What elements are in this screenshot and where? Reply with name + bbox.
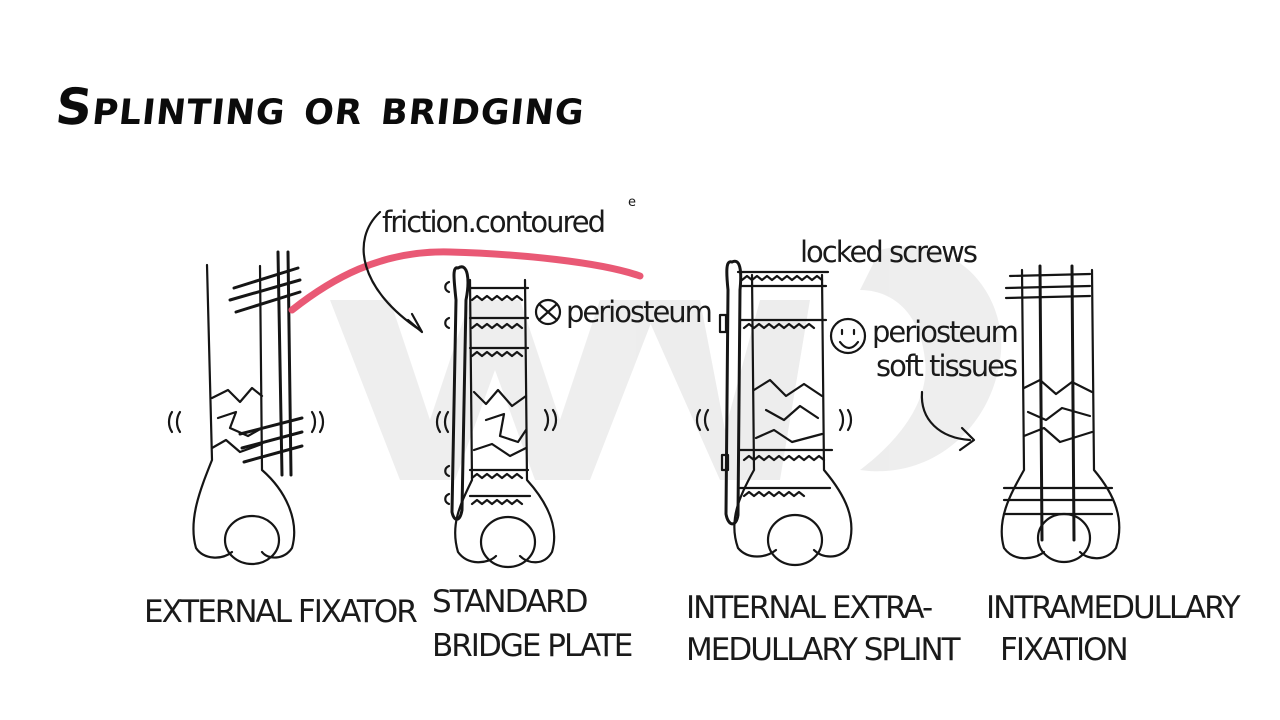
bridge-plate-figure <box>435 265 562 569</box>
internal-splint-figure <box>695 259 867 567</box>
annotation-soft-tissues: soft tissues <box>876 349 1017 383</box>
annotation-scribble: e <box>628 195 636 210</box>
caption-intramedullary-line2: FIXATION <box>1000 632 1127 668</box>
caption-internal-line2: MEDULLARY SPLINT <box>686 632 962 668</box>
annotation-friction: friction.contoured <box>382 205 604 239</box>
friction-arrow <box>362 210 422 332</box>
soft-tissue-arrowhead <box>958 426 976 452</box>
watermark-logo <box>330 246 1002 480</box>
caption-bridge-line2: BRIDGE PLATE <box>432 628 632 664</box>
annotation-periosteum-left: periosteum <box>566 295 711 329</box>
soft-tissue-arrow <box>920 390 972 442</box>
external-fixator-figure <box>167 250 325 566</box>
intramedullary-figure <box>1000 264 1121 564</box>
caption-bridge-line1: STANDARD <box>432 584 588 620</box>
caption-internal-line1: INTERNAL EXTRA- <box>686 590 932 626</box>
caption-intramedullary-line1: INTRAMEDULLARY <box>986 590 1241 626</box>
caption-external-fixator: EXTERNAL FIXATOR <box>144 594 417 630</box>
annotation-locked-screws: locked screws <box>800 235 977 269</box>
friction-arrowhead <box>406 312 424 334</box>
highlight-arc <box>288 248 644 314</box>
annotation-periosteum-right: periosteum <box>872 315 1017 349</box>
